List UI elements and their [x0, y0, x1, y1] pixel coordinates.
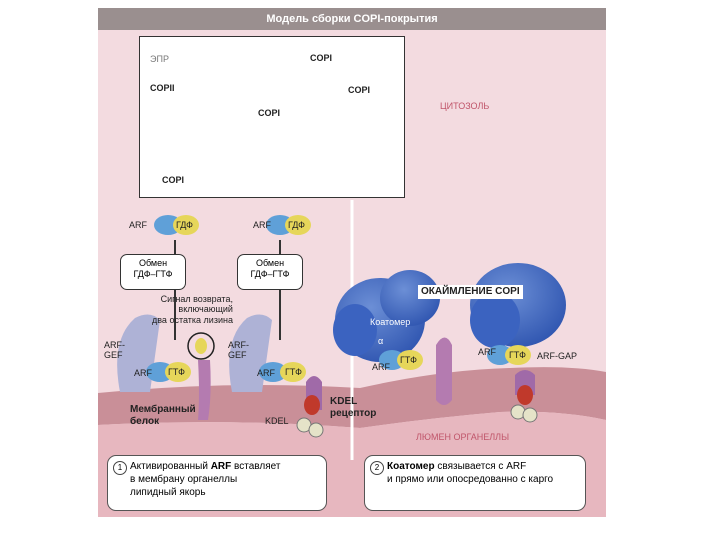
gdp-label-left: ГДФ	[176, 220, 194, 230]
caption2-l1c: связывается с ARF	[434, 461, 527, 472]
kdel-receptor	[296, 376, 324, 438]
arf-membrane-label-mid: ARF	[257, 368, 275, 378]
caption2-l2: и прямо или опосредованно с карго	[387, 474, 554, 485]
caption1-l1c: вставляет	[231, 461, 281, 472]
copi-label-right: COPI	[348, 85, 371, 95]
copi-coating-label: ОКАЙМЛЕНИЕ COPI	[418, 285, 523, 299]
coatomer-right	[470, 263, 566, 348]
caption1-l3: липидный якорь	[130, 487, 206, 498]
arf-label-left: ARF	[129, 220, 147, 230]
gtp-label-left: ГТФ	[168, 367, 185, 377]
membrane-protein-label: Мембранный белок	[130, 404, 196, 427]
inset-overview	[139, 36, 405, 198]
arf-gtp-right1	[379, 350, 423, 370]
arf-label-right1: ARF	[372, 362, 390, 372]
golgi-label-1: АППАРАТ	[284, 139, 326, 149]
caption1-l1a: Активированный	[130, 461, 211, 472]
arf-gef-left-2: GEF	[104, 350, 123, 361]
arf-gap-label: ARF-GAP	[537, 351, 578, 361]
lumen-label: ЛЮМЕН ОРГАНЕЛЛЫ	[416, 432, 510, 442]
arf-label-mid: ARF	[253, 220, 271, 230]
signal-line2: включающий	[178, 304, 233, 315]
step-number-2: 2	[370, 461, 384, 475]
arf-gdp-left	[154, 215, 199, 235]
coatomer-left	[333, 270, 440, 362]
exchange-box-mid: Обмен ГДФ–ГТФ	[237, 254, 303, 290]
cargo-protein-right	[436, 337, 538, 423]
membrane-protein	[187, 332, 215, 420]
exchange-left-line1: Обмен	[138, 258, 168, 268]
signal-line1: Сигнал возврата,	[160, 294, 233, 304]
gtp-label-right1: ГТФ	[400, 355, 417, 365]
arf-membrane-label-left: ARF	[134, 368, 152, 378]
er-label: ЭПР	[150, 54, 169, 64]
arf-gef-label-left: ARF- GEF	[104, 340, 125, 361]
cytosol-label: ЦИТОЗОЛЬ	[440, 101, 490, 111]
exchange-mid-line2: ГДФ–ГТФ	[250, 268, 290, 279]
arf-gef-left-1: ARF-	[104, 340, 125, 350]
arf-label-right2: ARF	[478, 347, 496, 357]
copi-label-mid: COPI	[258, 108, 281, 118]
caption1-l1b: ARF	[210, 461, 232, 472]
caption-step-1: 1 Активированный ARF вставляет в мембран…	[107, 455, 327, 511]
signal-line3: два остатка лизина	[152, 314, 233, 325]
caption1-l2: в мембрану органеллы	[130, 474, 238, 485]
copii-label: COPII	[150, 83, 175, 93]
gtp-label-right2: ГТФ	[509, 350, 526, 360]
step-number-1: 1	[113, 461, 127, 475]
kdel-label: KDEL	[265, 416, 289, 426]
exchange-box-left: Обмен ГДФ–ГТФ	[120, 254, 186, 290]
copi-label-bottom: COPI	[162, 175, 185, 185]
golgi-label-2: ГОЛЬДЖИ	[285, 151, 329, 161]
arf-gef-label-mid: ARF- GEF	[228, 340, 249, 361]
copi-label-top: COPI	[310, 53, 333, 63]
coatomer-label: Коатомер	[370, 317, 411, 327]
caption-step-2: 2 Коатомер связывается с ARF и прямо или…	[364, 455, 586, 511]
figure-title: Модель сборки COPI-покрытия	[98, 8, 606, 30]
caption2-l1b: Коатомер	[387, 461, 435, 472]
membrane-protein-line1: Мембранный	[130, 404, 196, 415]
kdel-receptor-line1: KDEL	[330, 396, 358, 407]
arf-gtp-left	[146, 362, 191, 382]
arf-gef-mid-2: GEF	[228, 350, 247, 361]
kdel-receptor-label: KDEL рецептор	[330, 396, 376, 419]
arf-gef-mid-1: ARF-	[228, 340, 249, 350]
exchange-mid-line1: Обмен	[255, 258, 285, 268]
membrane-protein-line2: белок	[130, 415, 160, 427]
gdp-label-mid: ГДФ	[288, 220, 306, 230]
gtp-label-mid: ГТФ	[285, 367, 302, 377]
alpha-label: α	[378, 336, 384, 346]
return-signal-label: Сигнал возврата, включающий два остатка …	[152, 294, 233, 325]
kdel-receptor-line2: рецептор	[330, 407, 377, 419]
arf-gdp-mid	[266, 215, 311, 235]
exchange-left-line2: ГДФ–ГТФ	[133, 268, 173, 279]
arf-gtp-right2	[487, 345, 531, 365]
arf-gtp-mid	[259, 362, 306, 382]
